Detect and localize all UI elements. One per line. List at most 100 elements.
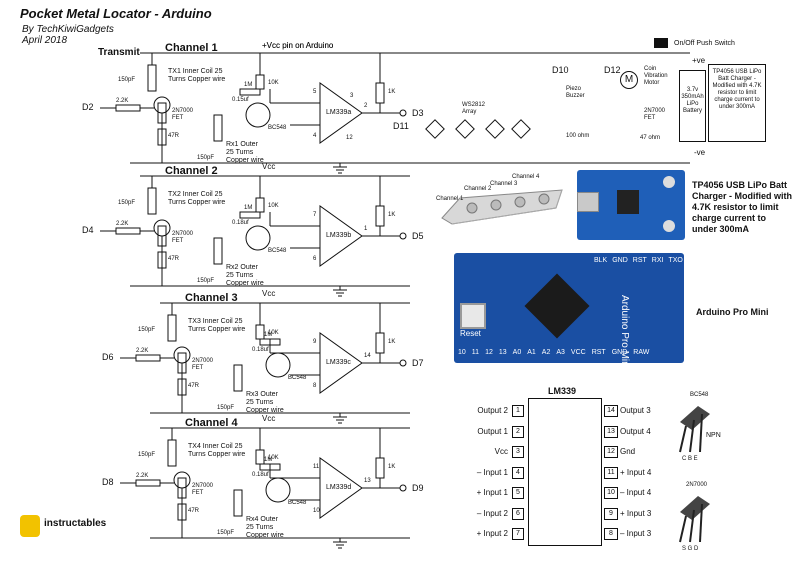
channel-title: Channel 2 <box>165 165 218 177</box>
lm339-chip <box>528 398 602 546</box>
lm339-right-label: + Input 4 <box>620 467 652 477</box>
charger-board-photo <box>577 170 685 240</box>
battery-box: 3.7v 350mAh LiPo Battery <box>679 70 706 142</box>
cap-c-label: 0.15uf <box>232 97 249 103</box>
pin-plus-label: 5 <box>313 89 317 95</box>
rx-coil-label: Rx2 Outer 25 Turns Copper wire <box>226 264 264 287</box>
arduino-pin-bottom: A3 <box>556 349 565 356</box>
tx-coil-label: TX2 Inner Coil 25 Turns Copper wire <box>168 191 226 206</box>
r-src-label: 47R <box>188 383 200 389</box>
push-switch-icon[interactable] <box>654 38 668 48</box>
reset-button[interactable] <box>460 303 486 329</box>
charger-caption: TP4056 USB LiPo Batt Charger - Modified … <box>692 180 792 234</box>
cap-rx-label: 150pF <box>217 405 235 411</box>
lm339-left-label: Output 2 <box>477 406 508 415</box>
pin-minus-label: 8 <box>313 383 317 389</box>
lm339-right-pin: 12 <box>604 446 618 458</box>
digital-out-label: D5 <box>412 231 424 241</box>
lm339-left-label: – Input 2 <box>476 508 508 518</box>
lm339-right-pin: 13 <box>604 425 618 438</box>
pin-gnd-label: 12 <box>346 135 353 141</box>
switch-label: On/Off Push Switch <box>674 40 735 47</box>
bc548-title: BC548 <box>690 392 709 398</box>
rx-coil-label: Rx1 Outer 25 Turns Copper wire <box>226 141 264 164</box>
arduino-pin-bottom: RST <box>591 349 606 356</box>
arduino-pin-bottom: 10 <box>458 349 466 356</box>
usb-port-icon <box>577 192 599 212</box>
chip-icon <box>617 190 639 214</box>
lm339-left-pin: 4 <box>512 466 524 479</box>
fet-label: 2N7000 FET <box>192 483 214 496</box>
pin-minus-label: 10 <box>313 508 320 514</box>
pin-plus-label: 11 <box>313 464 320 470</box>
cap-c-label: 0.18uf <box>232 220 249 226</box>
arduino-pin-bottom: 13 <box>498 349 507 356</box>
lm339-right-pin: 8 <box>604 528 618 540</box>
channel-vcc-label: Vcc <box>262 162 276 171</box>
probe-ch4-label: Channel 4 <box>512 174 540 180</box>
pin-out-label: 1 <box>364 226 368 232</box>
lm339-left-pin: 2 <box>512 425 524 438</box>
probe-ch2-label: Channel 2 <box>464 186 492 192</box>
digital-in-label: D4 <box>82 225 94 235</box>
cap-c-label: 0.18uf <box>252 472 269 478</box>
tx-coil-label: TX3 Inner Coil 25 Turns Copper wire <box>188 318 246 333</box>
r-base-label: 1M <box>264 457 273 463</box>
board-text: Arduino Pro Mini <box>619 295 630 369</box>
lm339-left-label: Output 1 <box>477 426 508 436</box>
vcc-main-label: +Vcc pin on Arduino <box>262 41 334 50</box>
bjt-label: BC548 <box>268 248 287 254</box>
digital-in-label: D6 <box>102 352 114 362</box>
coil-probe-illustration <box>438 186 568 226</box>
cap-rx-label: 150pF <box>217 530 235 536</box>
pin-minus-label: 4 <box>313 133 317 139</box>
r-in-label: 2.2K <box>136 348 149 354</box>
pin-plus-label: 9 <box>313 339 317 345</box>
author-credit: By TechKiwiGadgets <box>22 24 114 35</box>
d10-label: D10 <box>552 65 569 75</box>
arduino-caption: Arduino Pro Mini <box>696 307 769 317</box>
probe-ch3-label: Channel 3 <box>490 181 518 187</box>
channel-vcc-label: +Vcc pin on Arduino <box>262 41 334 50</box>
r-base-label: 1M <box>244 205 253 211</box>
digital-in-label: D8 <box>102 477 114 487</box>
cap-in-label: 150pF <box>118 77 136 83</box>
r-base-label: 1M <box>264 332 273 338</box>
arduino-pin-bottom: 11 <box>471 349 480 356</box>
channel-vcc-label: Vcc <box>262 289 276 298</box>
lm339-left-pin: 5 <box>512 487 524 499</box>
pin-out-label: 13 <box>364 478 371 484</box>
lm339-left-pin: 7 <box>512 528 524 540</box>
mcu-chip-icon <box>524 273 590 339</box>
cap-rx-label: 150pF <box>197 155 215 161</box>
arduino-pin-bottom: RAW <box>633 349 650 356</box>
pin-out-label: 14 <box>364 353 371 359</box>
lm339-right-pin: 11 <box>604 466 618 479</box>
lm339-right-label: Output 4 <box>620 426 651 436</box>
transmit-label: Transmit <box>98 47 140 58</box>
lm339-left-pin: 6 <box>512 507 524 520</box>
lm339-left-pin: 3 <box>512 446 524 458</box>
lm339-right-label: Gnd <box>620 447 636 456</box>
plus-ve-label: +ve <box>692 56 706 65</box>
arduino-pin-top: RST <box>632 257 647 264</box>
lm339-right-pin: 14 <box>604 405 618 417</box>
rx-coil-label: Rx4 Outer 25 Turns Copper wire <box>246 516 284 539</box>
lm339-right-label: – Input 3 <box>620 529 652 538</box>
r47-label: 47 ohm <box>640 135 661 141</box>
r-src-label: 47R <box>168 133 180 139</box>
r-collector-label: 10K <box>268 203 279 209</box>
cap-in-label: 150pF <box>118 200 136 206</box>
arduino-pin-top: RXI <box>651 257 664 264</box>
out-fet-label: 2N7000 FET <box>644 108 666 121</box>
lm339-title: LM339 <box>548 386 577 396</box>
comparator-label: LM339b <box>326 232 352 239</box>
channel-title: Channel 1 <box>165 42 218 54</box>
r-in-label: 2.2K <box>116 98 129 104</box>
r-pullup-label: 1K <box>388 464 396 470</box>
pin-minus-label: 6 <box>313 256 317 262</box>
pin-out-label: 2 <box>364 103 368 109</box>
n2n7000-title: 2N7000 <box>686 482 708 488</box>
r-in-label: 2.2K <box>136 473 149 479</box>
